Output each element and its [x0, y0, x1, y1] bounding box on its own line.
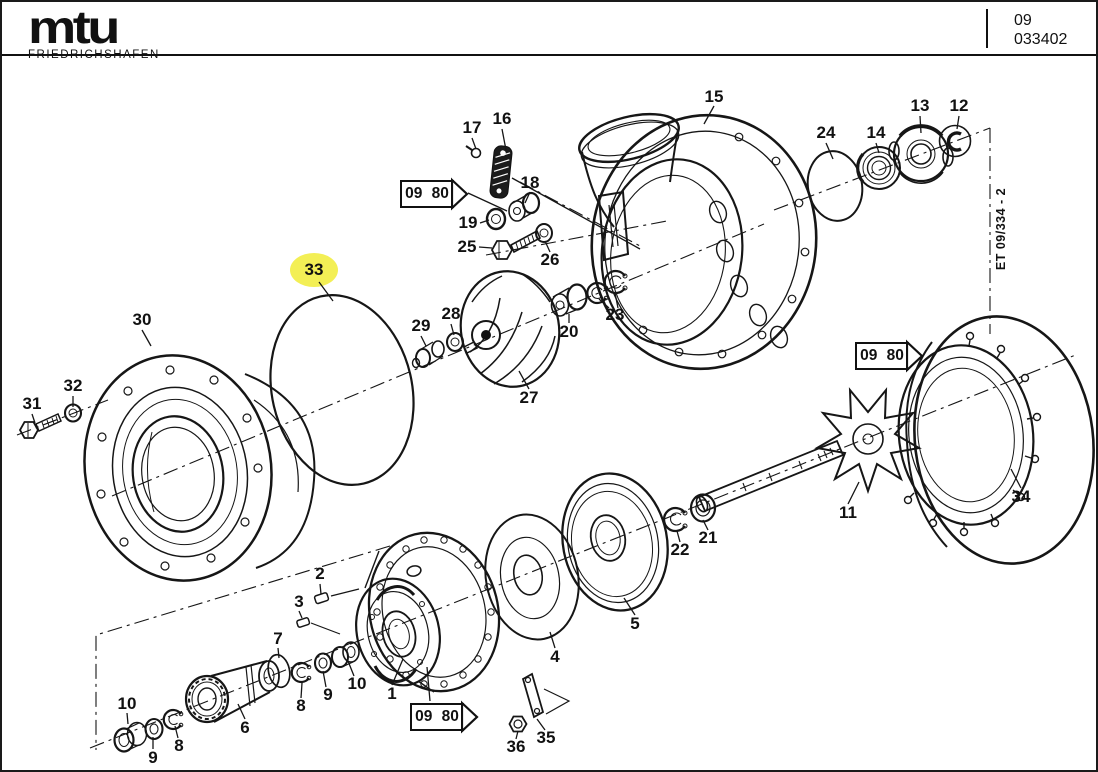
part-36-nut [508, 715, 528, 733]
part-label-9-left: 9 [148, 748, 158, 767]
part-label-10-right: 10 [347, 674, 367, 693]
part-9-right-washer [313, 652, 333, 674]
part-label-17: 17 [462, 118, 482, 137]
part-label-25: 25 [457, 237, 477, 256]
part-label-18: 18 [520, 173, 540, 192]
part-20-bushing [550, 283, 588, 317]
part-label-22: 22 [670, 540, 690, 559]
part-label-31: 31 [22, 394, 42, 413]
part-label-36: 36 [506, 737, 526, 756]
part-26-washer [535, 223, 553, 243]
ref-arrow-icon [906, 339, 924, 373]
part-33-highlight [290, 253, 338, 287]
part-17-pin [465, 145, 482, 159]
part-31-bolt [18, 413, 62, 439]
part-label-34: 34 [1011, 487, 1031, 506]
part-label-16: 16 [492, 109, 512, 128]
part-label-27: 27 [519, 388, 539, 407]
part-label-30: 30 [132, 310, 152, 329]
part-11-turbine-shaft [695, 387, 922, 513]
ref-box-bottom-label: 09 80 [415, 708, 459, 725]
header-divider [986, 9, 988, 48]
part-4-heat-shield [484, 513, 580, 641]
part-7-oring [267, 653, 291, 689]
ref-box-top-label: 09 80 [405, 185, 449, 202]
part-8-left-snap-ring [162, 708, 184, 731]
part-14-bearing [856, 146, 901, 190]
ref-arrow-icon [451, 177, 469, 211]
part-label-32: 32 [63, 376, 83, 395]
doc-number: 033402 [1014, 31, 1068, 48]
part-label-9-right: 9 [323, 685, 333, 704]
part-label-21: 21 [698, 528, 718, 547]
part-label-1: 1 [387, 684, 397, 703]
part-label-13: 13 [910, 96, 930, 115]
part-16-clamp-plate [489, 145, 513, 199]
part-label-3: 3 [294, 592, 304, 611]
part-label-2: 2 [315, 564, 325, 583]
part-label-7: 7 [273, 629, 283, 648]
part-label-23: 23 [605, 305, 625, 324]
ref-box-top: 09 80 [400, 177, 469, 211]
ref-box-right: 09 80 [855, 339, 924, 373]
part-label-8-left: 8 [174, 736, 184, 755]
ref-arrow-icon [461, 700, 479, 734]
part-12-disc [938, 124, 972, 158]
part-15-turbine-housing [578, 112, 818, 371]
part-label-20: 20 [559, 322, 579, 341]
part-label-19: 19 [458, 213, 478, 232]
part-23-retaining-rings [586, 269, 628, 305]
part-label-33-highlighted: 33 [304, 260, 324, 279]
ref-box-right-label: 09 80 [860, 347, 904, 364]
part-label-10-left: 10 [117, 694, 137, 713]
ref-box-bottom: 09 80 [410, 700, 479, 734]
doc-group: 09 [1014, 12, 1032, 29]
part-label-29: 29 [411, 316, 431, 335]
part-label-14: 14 [866, 123, 886, 142]
part-label-11: 11 [839, 503, 857, 522]
part-33-oring [269, 294, 415, 486]
part-8-right-snap-ring [290, 661, 312, 684]
leader-lines [31, 105, 1022, 749]
part-label-4: 4 [550, 647, 560, 666]
part-10-left-cap [113, 721, 148, 753]
part-30-compressor-cover [83, 354, 316, 582]
part-label-35: 35 [536, 728, 556, 747]
part-24-oring [806, 150, 864, 222]
part-19-washer [485, 207, 507, 231]
part-label-28: 28 [441, 304, 461, 323]
center-axes [16, 127, 1079, 750]
mtu-logo-word: mtu [28, 1, 120, 53]
part-label-24: 24 [816, 123, 836, 142]
part-label-5: 5 [630, 614, 640, 633]
part-label-6: 6 [240, 718, 250, 737]
part-29-fitting [411, 340, 445, 369]
part-5-cover-disc [561, 472, 669, 612]
part-1-bearing-housing [355, 531, 501, 693]
part-3-pin [296, 617, 341, 635]
part-label-15: 15 [704, 87, 724, 106]
part-label-26: 26 [540, 250, 560, 269]
doc-number-block: 09 033402 [1014, 11, 1067, 49]
part-27-compressor-wheel [459, 270, 561, 388]
part-25-bolt [490, 229, 542, 260]
part-2-pin [313, 588, 360, 605]
part-22-retaining-ring [662, 506, 688, 533]
part-9-left-washer [144, 717, 164, 741]
part-21-ring [689, 493, 717, 523]
part-label-12: 12 [949, 96, 969, 115]
part-label-8-right: 8 [296, 696, 306, 715]
header-rule [2, 54, 1096, 56]
part-6-bearing-sleeve [184, 660, 280, 724]
part-35-link [521, 672, 571, 719]
part-10-right-bushing [331, 641, 360, 668]
part-18-bushing [508, 191, 541, 222]
